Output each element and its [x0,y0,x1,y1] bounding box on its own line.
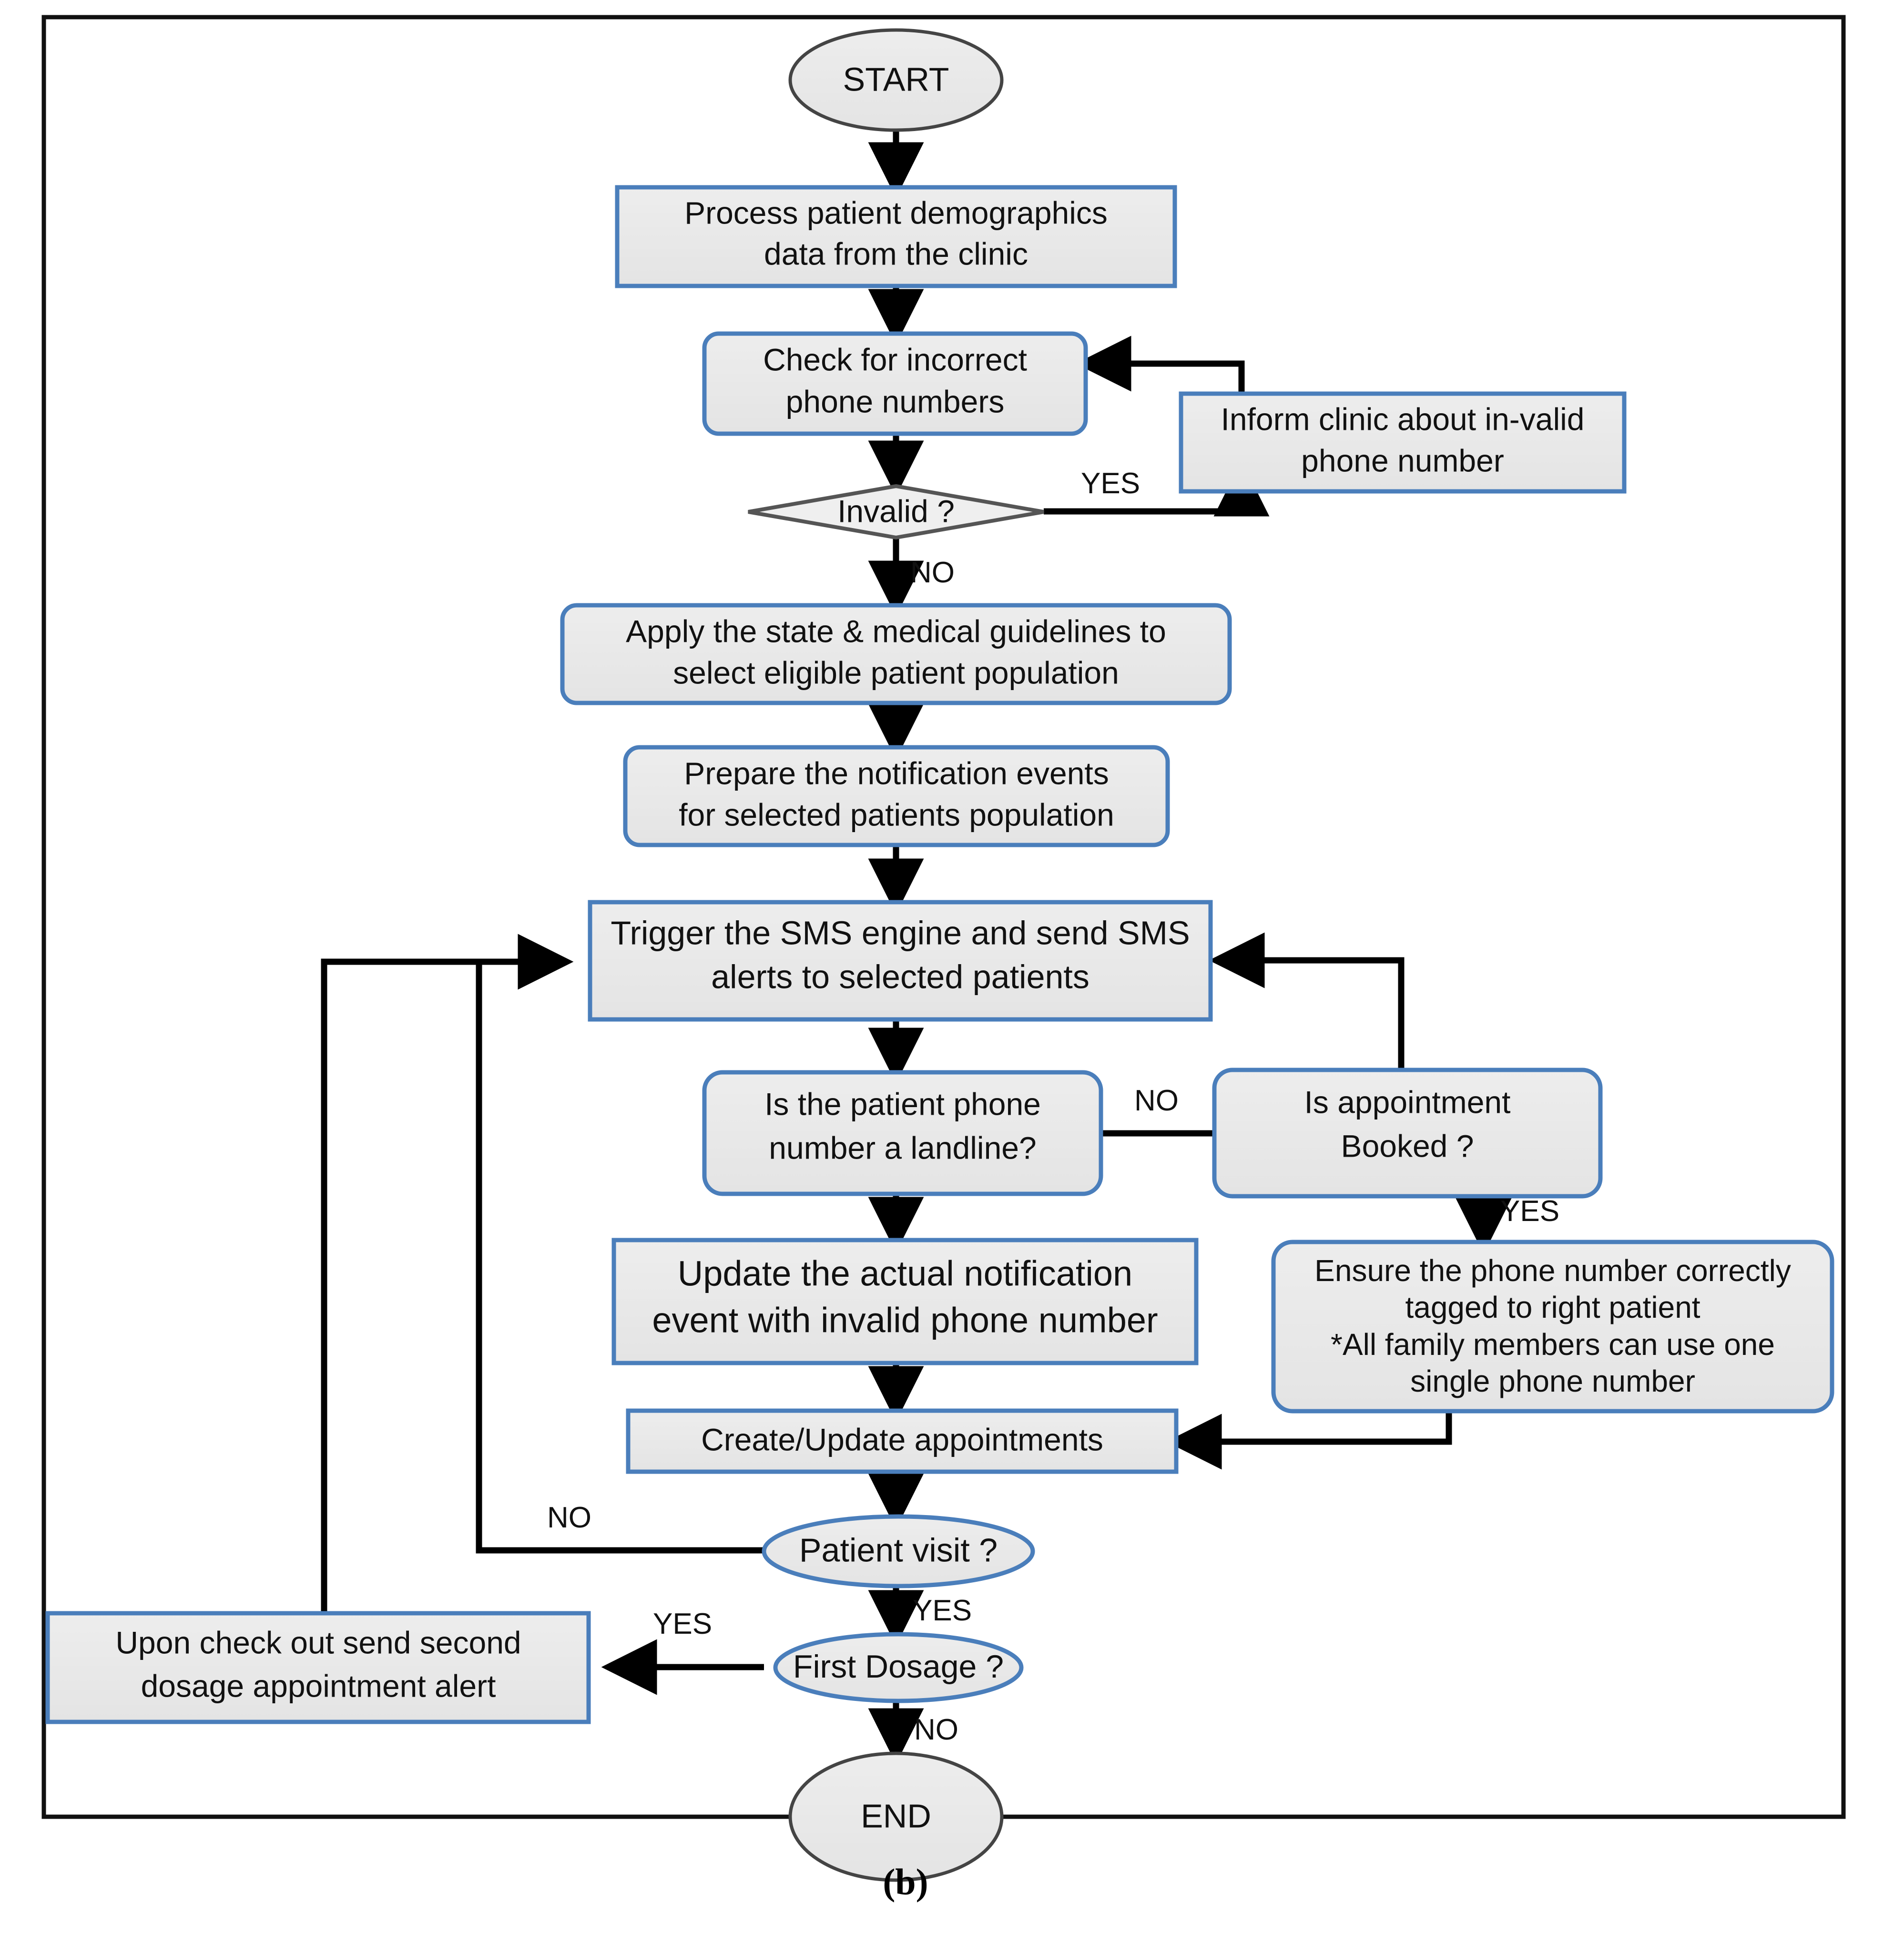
apply-guidelines-line1: Apply the state & medical guidelines to [626,613,1166,649]
edge-label-visit-yes: YES [913,1594,972,1627]
start-ellipse [788,28,1004,132]
ensure-tagged-box [1271,1240,1834,1414]
patient-visit-ellipse [762,1514,1035,1588]
node-appointment-booked[interactable]: Is appointment Booked ? [1212,1068,1603,1199]
second-dosage-alert-line1: Upon check out send second [115,1625,521,1660]
edge-label-invalid-no: NO [910,556,955,589]
node-patient-visit[interactable]: Patient visit ? [762,1514,1035,1588]
ensure-tagged-line1: Ensure the phone number correctly [1314,1253,1791,1288]
prepare-events-line1: Prepare the notification events [684,755,1109,791]
edge-inform-to-check [1075,336,1245,395]
node-check-phone[interactable]: Check for incorrect phone numbers [702,331,1088,436]
ensure-tagged-line2: tagged to right patient [1405,1290,1700,1324]
node-first-dosage[interactable]: First Dosage ? [773,1632,1024,1703]
node-create-update-appointments[interactable]: Create/Update appointments [626,1408,1179,1474]
edge-label-dosage-no: NO [914,1713,958,1746]
node-invalid-decision[interactable]: Invalid ? [748,484,1044,540]
appointment-booked-box [1212,1068,1603,1199]
node-prepare-events[interactable]: Prepare the notification events for sele… [623,745,1170,847]
figure-caption: (b) [883,1861,928,1903]
edge-ensure-to-create [1166,1411,1452,1470]
process-demographics-line1: Process patient demographics [684,195,1108,230]
first-dosage-ellipse [773,1632,1024,1703]
node-apply-guidelines[interactable]: Apply the state & medical guidelines to … [560,603,1232,705]
prepare-events-line2: for selected patients population [679,797,1114,832]
ensure-tagged-line3: *All family members can use one [1331,1327,1775,1362]
invalid-diamond [748,484,1044,540]
inform-clinic-line1: Inform clinic about in-valid [1221,401,1585,437]
node-ensure-tagged[interactable]: Ensure the phone number correctly tagged… [1271,1240,1834,1414]
edge-label-invalid-yes: YES [1081,467,1140,500]
process-demographics-line2: data from the clinic [764,236,1028,271]
edge-booked-to-sms [1209,932,1405,1070]
start-label: START [843,61,949,98]
appointment-booked-line1: Is appointment [1304,1084,1511,1119]
edge-label-dosage-yes: YES [653,1608,712,1640]
edges-layer [321,129,1512,1764]
node-inform-clinic[interactable]: Inform clinic about in-valid phone numbe… [1179,391,1627,494]
appointment-booked-line2: Booked ? [1341,1128,1474,1163]
trigger-sms-box [588,900,1213,1022]
inform-clinic-box [1179,391,1627,494]
trigger-sms-line2: alerts to selected patients [711,958,1089,995]
second-dosage-alert-box [45,1611,591,1724]
check-phone-line2: phone numbers [786,384,1005,419]
update-notification-line2: event with invalid phone number [652,1301,1158,1340]
landline-line1: Is the patient phone [764,1086,1041,1121]
node-trigger-sms[interactable]: Trigger the SMS engine and send SMS aler… [588,900,1213,1022]
inform-clinic-line2: phone number [1301,443,1504,478]
check-phone-line1: Check for incorrect [763,342,1027,377]
check-phone-box [702,331,1088,436]
ensure-tagged-line4: single phone number [1410,1364,1695,1398]
edge-alert-to-sms [321,958,479,1614]
prepare-events-box [623,745,1170,847]
node-update-notification[interactable]: Update the actual notification event wit… [611,1238,1199,1365]
edge-label-visit-no: NO [547,1501,591,1534]
update-notification-box [611,1238,1199,1365]
end-ellipse [788,1751,1004,1882]
edge-label-booked-yes: YES [1500,1195,1559,1228]
landline-box [702,1070,1103,1196]
create-update-label: Create/Update appointments [701,1422,1103,1457]
node-end[interactable]: END [788,1751,1004,1882]
create-update-box [626,1408,1179,1474]
second-dosage-alert-line2: dosage appointment alert [141,1668,496,1703]
end-label: END [861,1797,931,1834]
node-start[interactable]: START [788,28,1004,132]
node-process-demographics[interactable]: Process patient demographics data from t… [615,185,1177,288]
apply-guidelines-line2: select eligible patient population [673,655,1119,690]
first-dosage-label: First Dosage ? [793,1649,1004,1685]
edge-label-landline-no: NO [1134,1084,1179,1117]
update-notification-line1: Update the actual notification [678,1254,1132,1293]
landline-line2: number a landline? [769,1130,1036,1165]
edge-visit-no [476,934,764,1554]
trigger-sms-line1: Trigger the SMS engine and send SMS [611,914,1190,951]
process-demographics-box [615,185,1177,288]
apply-guidelines-box [560,603,1232,705]
node-landline-decision[interactable]: Is the patient phone number a landline? [702,1070,1103,1196]
node-second-dosage-alert[interactable]: Upon check out send second dosage appoin… [45,1611,591,1724]
patient-visit-label: Patient visit ? [799,1531,998,1568]
invalid-label: Invalid ? [837,493,955,529]
